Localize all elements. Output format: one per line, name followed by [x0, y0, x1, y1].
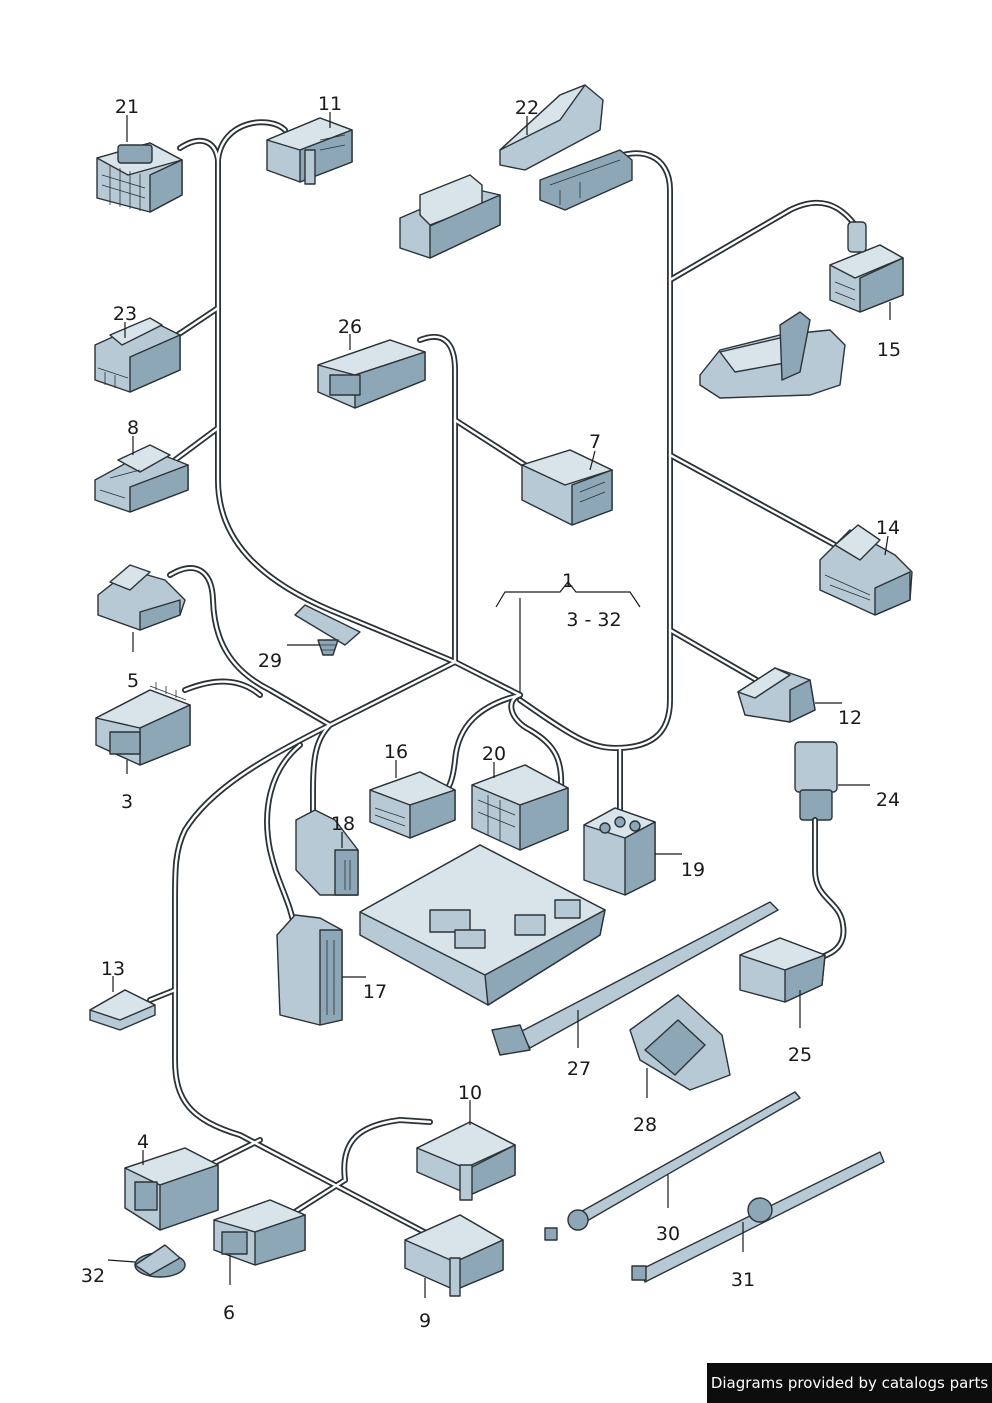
connector-16: [369, 771, 456, 839]
cable-tie-31: [631, 1151, 885, 1283]
label-25: 25: [788, 1044, 812, 1066]
label-8: 8: [127, 417, 139, 439]
label-23: 23: [113, 303, 137, 325]
connector-15: [829, 221, 904, 313]
connector-5-upper: [97, 564, 186, 631]
label-4: 4: [137, 1131, 149, 1153]
label-24: 24: [876, 789, 900, 811]
label-22: 22: [515, 97, 539, 119]
label-18: 18: [331, 813, 355, 835]
label-3: 3: [121, 791, 133, 813]
connector-12: [737, 667, 816, 723]
control-unit: [359, 844, 606, 1006]
label-17: 17: [363, 981, 387, 1003]
leader-lines: [107, 112, 891, 1298]
connector-8: [94, 444, 189, 513]
label-29: 29: [258, 650, 282, 672]
label-27: 27: [567, 1058, 591, 1080]
seat-switch: [699, 311, 846, 399]
connector-17: [276, 914, 343, 1026]
label-19: 19: [681, 859, 705, 881]
label-12: 12: [838, 707, 862, 729]
label-28: 28: [633, 1114, 657, 1136]
connector-26: [317, 339, 426, 409]
connector-19: [583, 807, 656, 896]
connector-24: [794, 741, 847, 963]
connector-11: [266, 117, 353, 185]
credit-banner: Diagrams provided by catalogs parts: [707, 1363, 992, 1403]
label-9: 9: [419, 1310, 431, 1332]
connector-14: [819, 524, 913, 616]
clip-29: [294, 604, 361, 656]
switch-part: [399, 174, 501, 259]
connector-20: [471, 764, 569, 851]
connector-7: [521, 449, 613, 526]
connector-4: [124, 1147, 219, 1231]
connector-21: [96, 142, 183, 213]
label-32: 32: [81, 1265, 105, 1287]
label-11: 11: [318, 93, 342, 115]
connector-13: [89, 989, 156, 1031]
connector-6: [213, 1199, 306, 1266]
connector-23: [94, 317, 181, 393]
harness-wires: [147, 119, 858, 1238]
clip-28: [629, 994, 731, 1091]
cable-tie-27: [491, 901, 779, 1056]
label-20: 20: [482, 743, 506, 765]
connector-9: [404, 1214, 504, 1297]
label-3-32: 3 - 32: [566, 609, 621, 631]
label-15: 15: [877, 339, 901, 361]
label-31: 31: [731, 1269, 755, 1291]
label-6: 6: [223, 1302, 235, 1324]
connector-25: [739, 937, 826, 1003]
label-10: 10: [458, 1082, 482, 1104]
label-13: 13: [101, 958, 125, 980]
connector-3: [95, 682, 191, 766]
label-7: 7: [589, 431, 601, 453]
label-26: 26: [338, 316, 362, 338]
connector-10: [416, 1121, 516, 1201]
connector-22: [499, 84, 633, 211]
label-14: 14: [876, 517, 900, 539]
part-labels: 1 3 - 32 3 4 5 6 7 8 9 10 11 12 13 14 15…: [81, 93, 901, 1332]
label-5: 5: [127, 670, 139, 692]
cable-tie-30: [544, 1091, 801, 1241]
label-21: 21: [115, 96, 139, 118]
clip-32: [134, 1244, 186, 1278]
connector-18: [295, 809, 359, 896]
label-30: 30: [656, 1223, 680, 1245]
label-16: 16: [384, 741, 408, 763]
label-1: 1: [562, 570, 574, 592]
